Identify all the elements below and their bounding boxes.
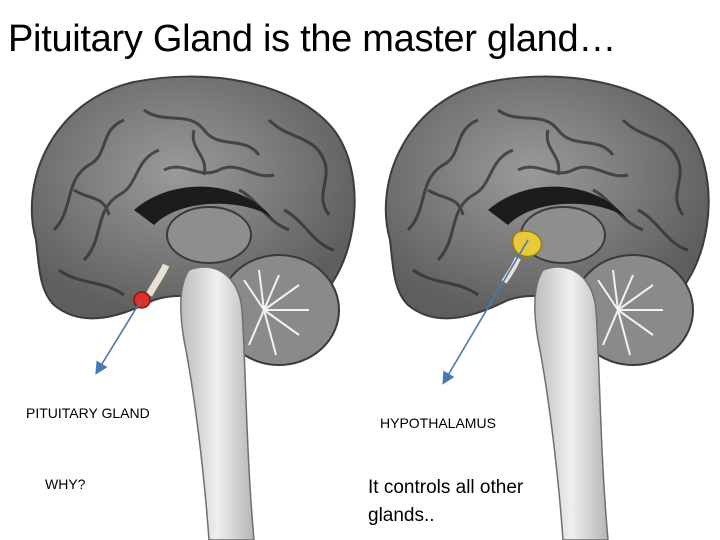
slide-title: Pituitary Gland is the master gland… — [8, 18, 617, 60]
why-label: WHY? — [45, 476, 86, 492]
hypothalamus-highlight — [511, 230, 543, 258]
brain-diagram-pituitary — [30, 75, 356, 540]
hypothalamus-label: HYPOTHALAMUS — [380, 415, 496, 431]
pituitary-gland-label: PITUITARY GLAND — [26, 405, 150, 421]
answer-text: It controls all other glands.. — [368, 477, 524, 526]
hypothalamus-arrow — [442, 239, 529, 385]
pituitary-arrow — [95, 301, 141, 375]
brain-diagram-hypothalamus — [384, 75, 710, 540]
